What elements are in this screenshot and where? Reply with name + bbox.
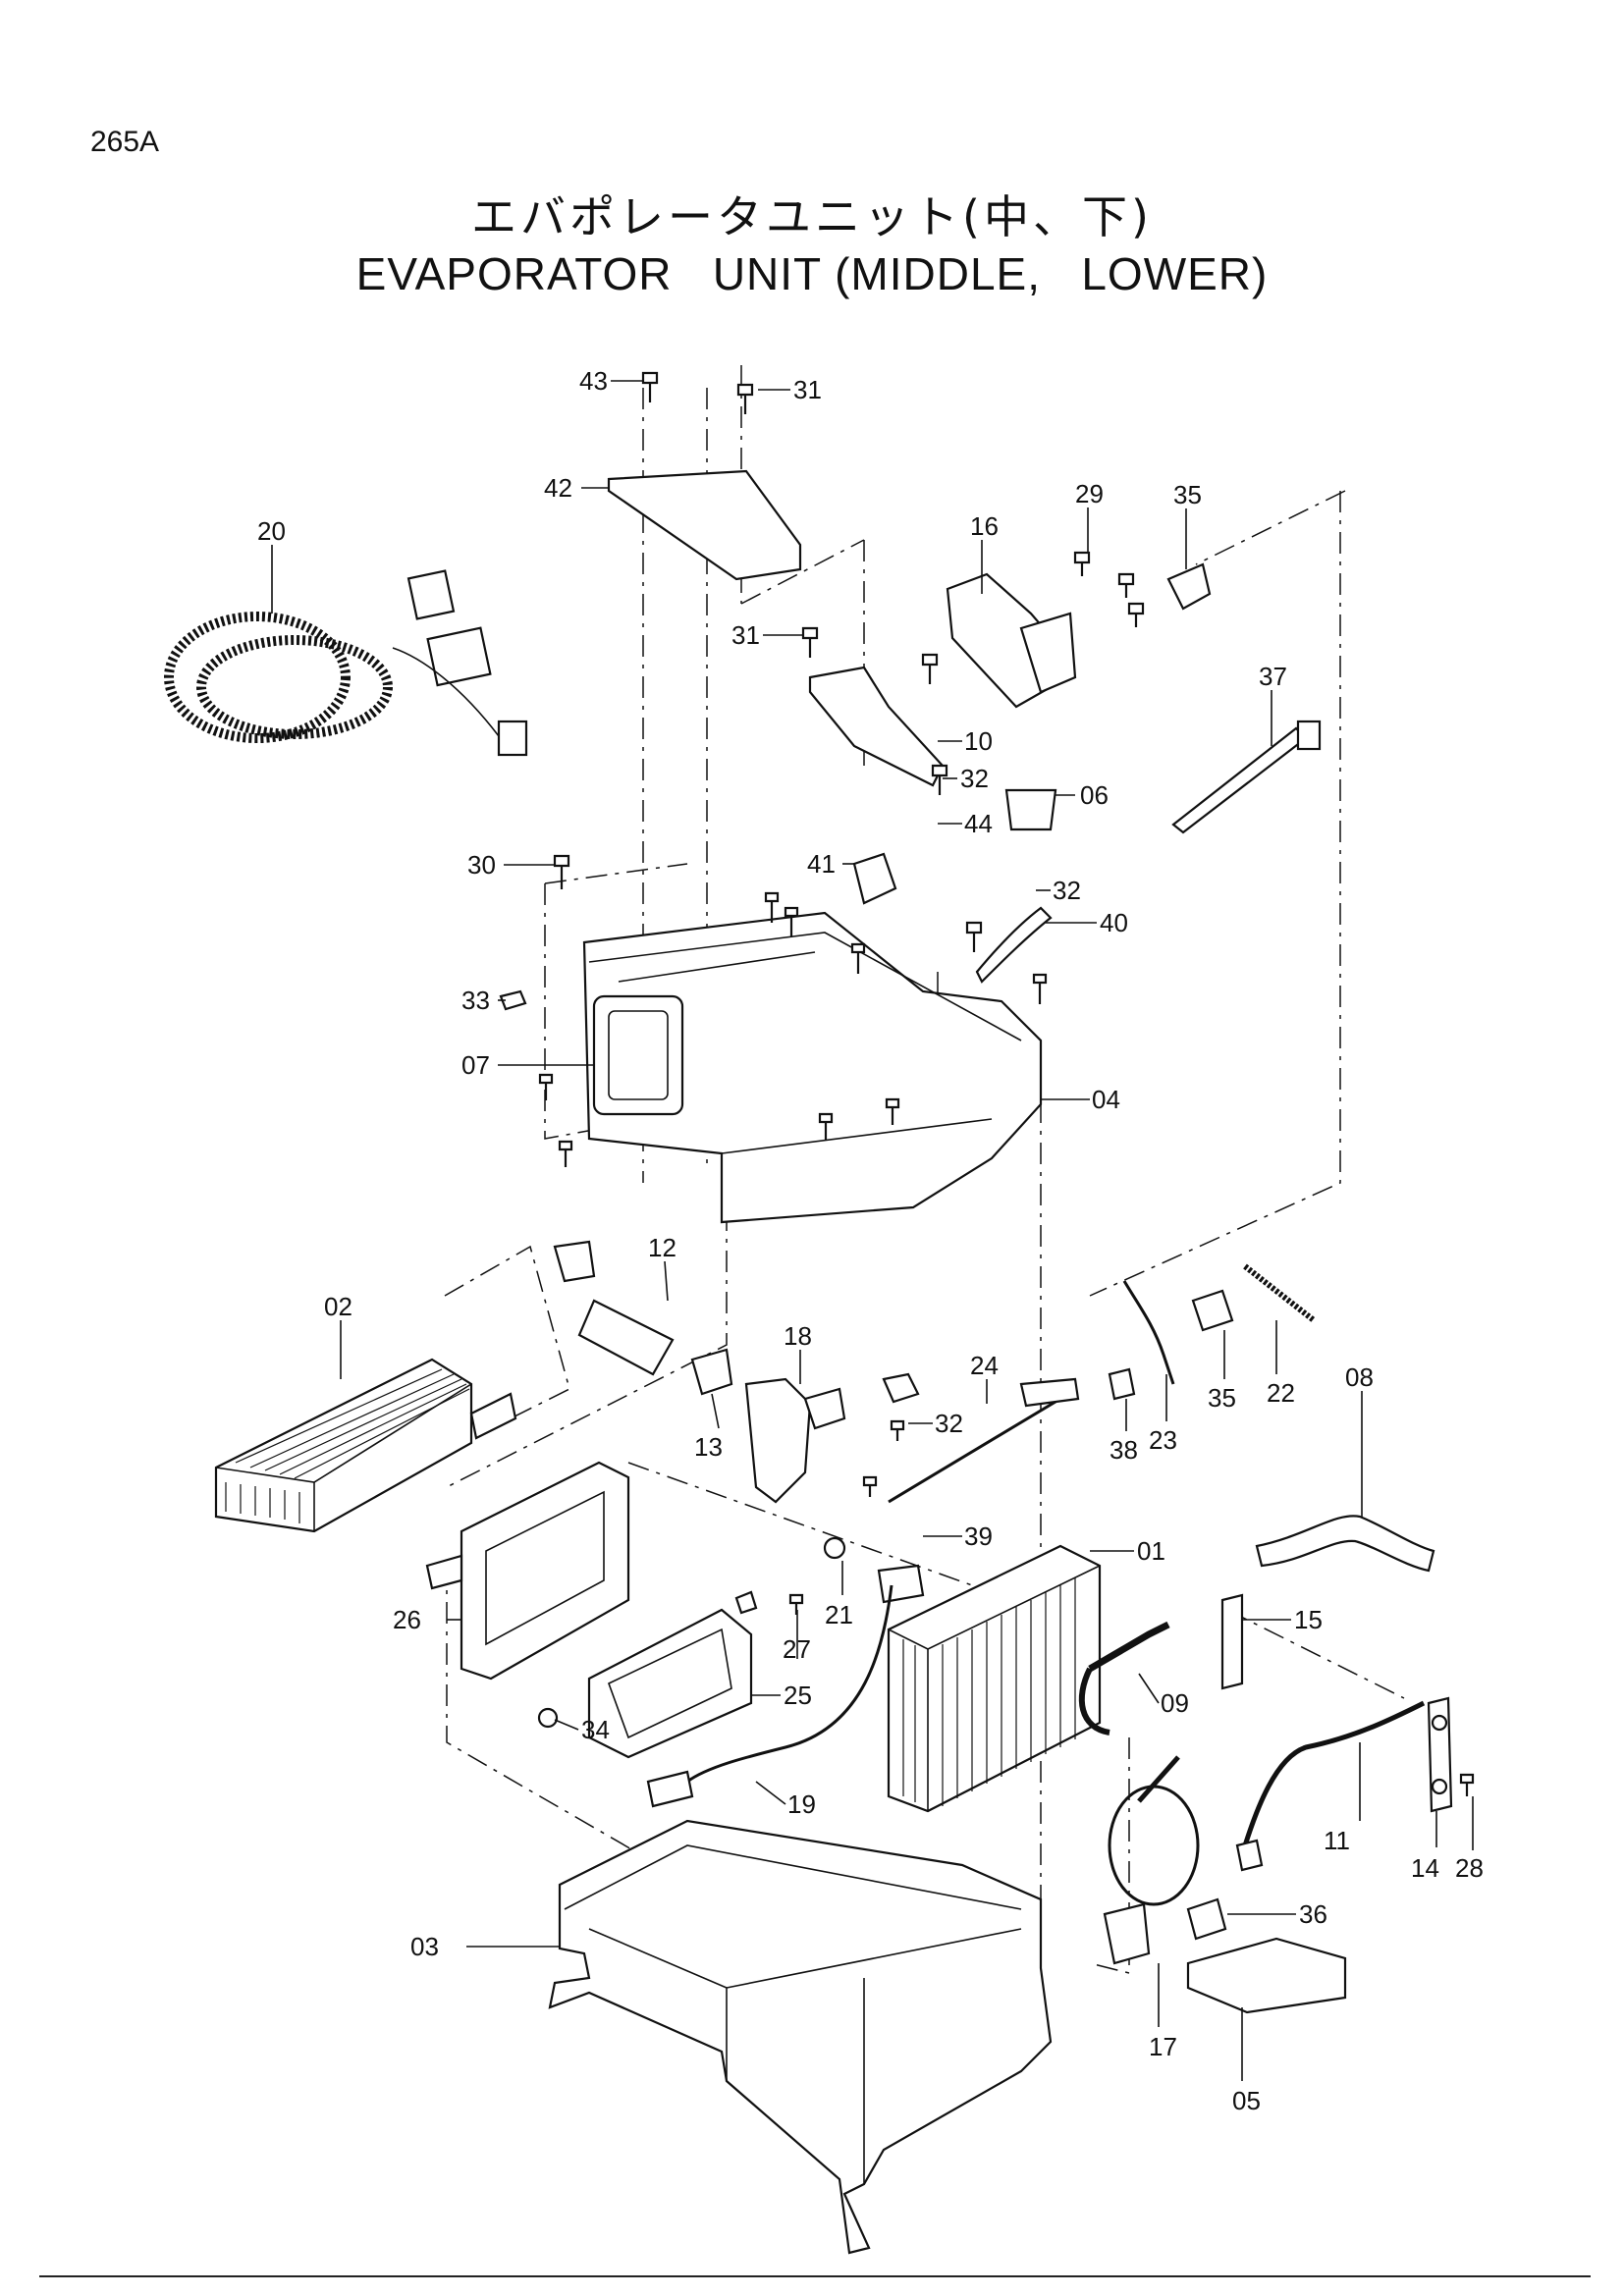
callout-35-low: 35 bbox=[1208, 1383, 1236, 1413]
small-seal bbox=[499, 989, 527, 1011]
fastener-27 bbox=[734, 1590, 758, 1615]
callout-34: 34 bbox=[581, 1715, 610, 1744]
callout-14: 14 bbox=[1411, 1853, 1439, 1883]
callout-11: 11 bbox=[1324, 1826, 1350, 1855]
clip bbox=[852, 852, 897, 905]
callout-03: 03 bbox=[410, 1932, 439, 1961]
callout-06: 06 bbox=[1080, 780, 1109, 810]
cover-plate bbox=[607, 469, 802, 581]
sensor-cable bbox=[646, 1584, 893, 1808]
heater-core bbox=[214, 1358, 517, 1533]
callout-12: 12 bbox=[648, 1233, 677, 1262]
lower-case bbox=[548, 1819, 1053, 2255]
callout-26: 26 bbox=[393, 1605, 421, 1634]
callout-43: 43 bbox=[579, 366, 608, 396]
callout-16: 16 bbox=[970, 511, 999, 541]
callout-32-low: 32 bbox=[935, 1409, 963, 1438]
callout-42: 42 bbox=[544, 473, 572, 503]
duct-tube bbox=[553, 1240, 675, 1376]
bracket-15 bbox=[1220, 1593, 1244, 1690]
screw-icons bbox=[538, 371, 1475, 1796]
callout-13: 13 bbox=[694, 1432, 723, 1462]
callout-35-top: 35 bbox=[1173, 480, 1202, 509]
thermistor-sensor-lower bbox=[1191, 1289, 1234, 1332]
wire-harness bbox=[164, 569, 528, 757]
door-linkage bbox=[744, 1372, 920, 1504]
duct-joint bbox=[690, 1348, 733, 1396]
refrigerant-pipe bbox=[1078, 1621, 1170, 1735]
callout-02: 02 bbox=[324, 1292, 352, 1321]
callout-23: 23 bbox=[1149, 1425, 1177, 1455]
callout-01: 01 bbox=[1137, 1536, 1165, 1566]
callout-28: 28 bbox=[1455, 1853, 1484, 1883]
pipe-clamp bbox=[823, 1536, 846, 1560]
rubber-cap bbox=[1004, 788, 1057, 831]
sensor-bracket bbox=[877, 1564, 925, 1604]
callout-20: 20 bbox=[257, 516, 286, 546]
evaporator-core bbox=[887, 1544, 1102, 1813]
grommet bbox=[537, 1707, 559, 1729]
thermistor-sensor-upper bbox=[1166, 562, 1212, 611]
middle-case bbox=[582, 911, 1043, 1224]
callout-32-top: 32 bbox=[960, 764, 989, 793]
callout-33: 33 bbox=[461, 986, 490, 1015]
expansion-valve bbox=[1103, 1755, 1200, 1965]
callout-36: 36 bbox=[1299, 1899, 1327, 1929]
hose bbox=[1235, 1700, 1426, 1872]
callout-15: 15 bbox=[1294, 1605, 1323, 1634]
callout-19: 19 bbox=[787, 1789, 816, 1819]
title-english: EVAPORATOR UNIT (MIDDLE, LOWER) bbox=[355, 248, 1269, 299]
callout-27: 27 bbox=[783, 1634, 811, 1664]
footer-rule bbox=[39, 2275, 1591, 2277]
link-rod bbox=[888, 1377, 1080, 1504]
callout-labels: 43 31 42 20 16 29 35 37 31 10 06 32 44 4… bbox=[257, 366, 1484, 2115]
foam-strip bbox=[1243, 1263, 1316, 1323]
callout-30: 30 bbox=[467, 850, 496, 880]
bracket-14 bbox=[1427, 1696, 1453, 1813]
packing-36 bbox=[1186, 1897, 1227, 1941]
holder-strap bbox=[975, 906, 1053, 984]
wire-clip bbox=[1108, 1367, 1136, 1401]
mounting-bracket bbox=[808, 666, 945, 787]
callout-29: 29 bbox=[1075, 479, 1104, 508]
cable-tie bbox=[1171, 720, 1322, 834]
callout-04: 04 bbox=[1092, 1085, 1120, 1114]
callout-41: 41 bbox=[807, 849, 836, 879]
assembly-guide-lines bbox=[444, 365, 1405, 1974]
callout-09: 09 bbox=[1161, 1688, 1189, 1718]
title-japanese: エバポレータユニット(中、下) bbox=[471, 190, 1153, 243]
callout-32-mid: 32 bbox=[1053, 876, 1081, 905]
callout-07: 07 bbox=[461, 1050, 490, 1080]
gasket-frame bbox=[592, 994, 684, 1116]
callout-10: 10 bbox=[964, 726, 993, 756]
callout-22: 22 bbox=[1267, 1378, 1295, 1408]
callout-21: 21 bbox=[825, 1600, 853, 1629]
insulation-sheet bbox=[1186, 1937, 1347, 2014]
callout-44: 44 bbox=[964, 809, 993, 838]
control-wire bbox=[1122, 1280, 1175, 1385]
callout-05: 05 bbox=[1232, 2086, 1261, 2115]
seal-strip bbox=[1255, 1515, 1435, 1573]
callout-39: 39 bbox=[964, 1522, 993, 1551]
lower-frame bbox=[425, 1461, 630, 1681]
filter-panel bbox=[587, 1608, 753, 1759]
callout-24: 24 bbox=[970, 1351, 999, 1380]
callout-08: 08 bbox=[1345, 1362, 1374, 1392]
actuator-motor bbox=[946, 572, 1077, 709]
callout-31-top: 31 bbox=[793, 375, 822, 404]
callout-18: 18 bbox=[784, 1321, 812, 1351]
callout-25: 25 bbox=[784, 1681, 812, 1710]
callout-37: 37 bbox=[1259, 662, 1287, 691]
callout-31-mid: 31 bbox=[731, 620, 760, 650]
callout-38: 38 bbox=[1110, 1435, 1138, 1465]
leader-lines bbox=[271, 380, 1474, 2081]
callout-40: 40 bbox=[1100, 908, 1128, 937]
page-code: 265A bbox=[90, 126, 160, 158]
callout-17: 17 bbox=[1149, 2032, 1177, 2061]
